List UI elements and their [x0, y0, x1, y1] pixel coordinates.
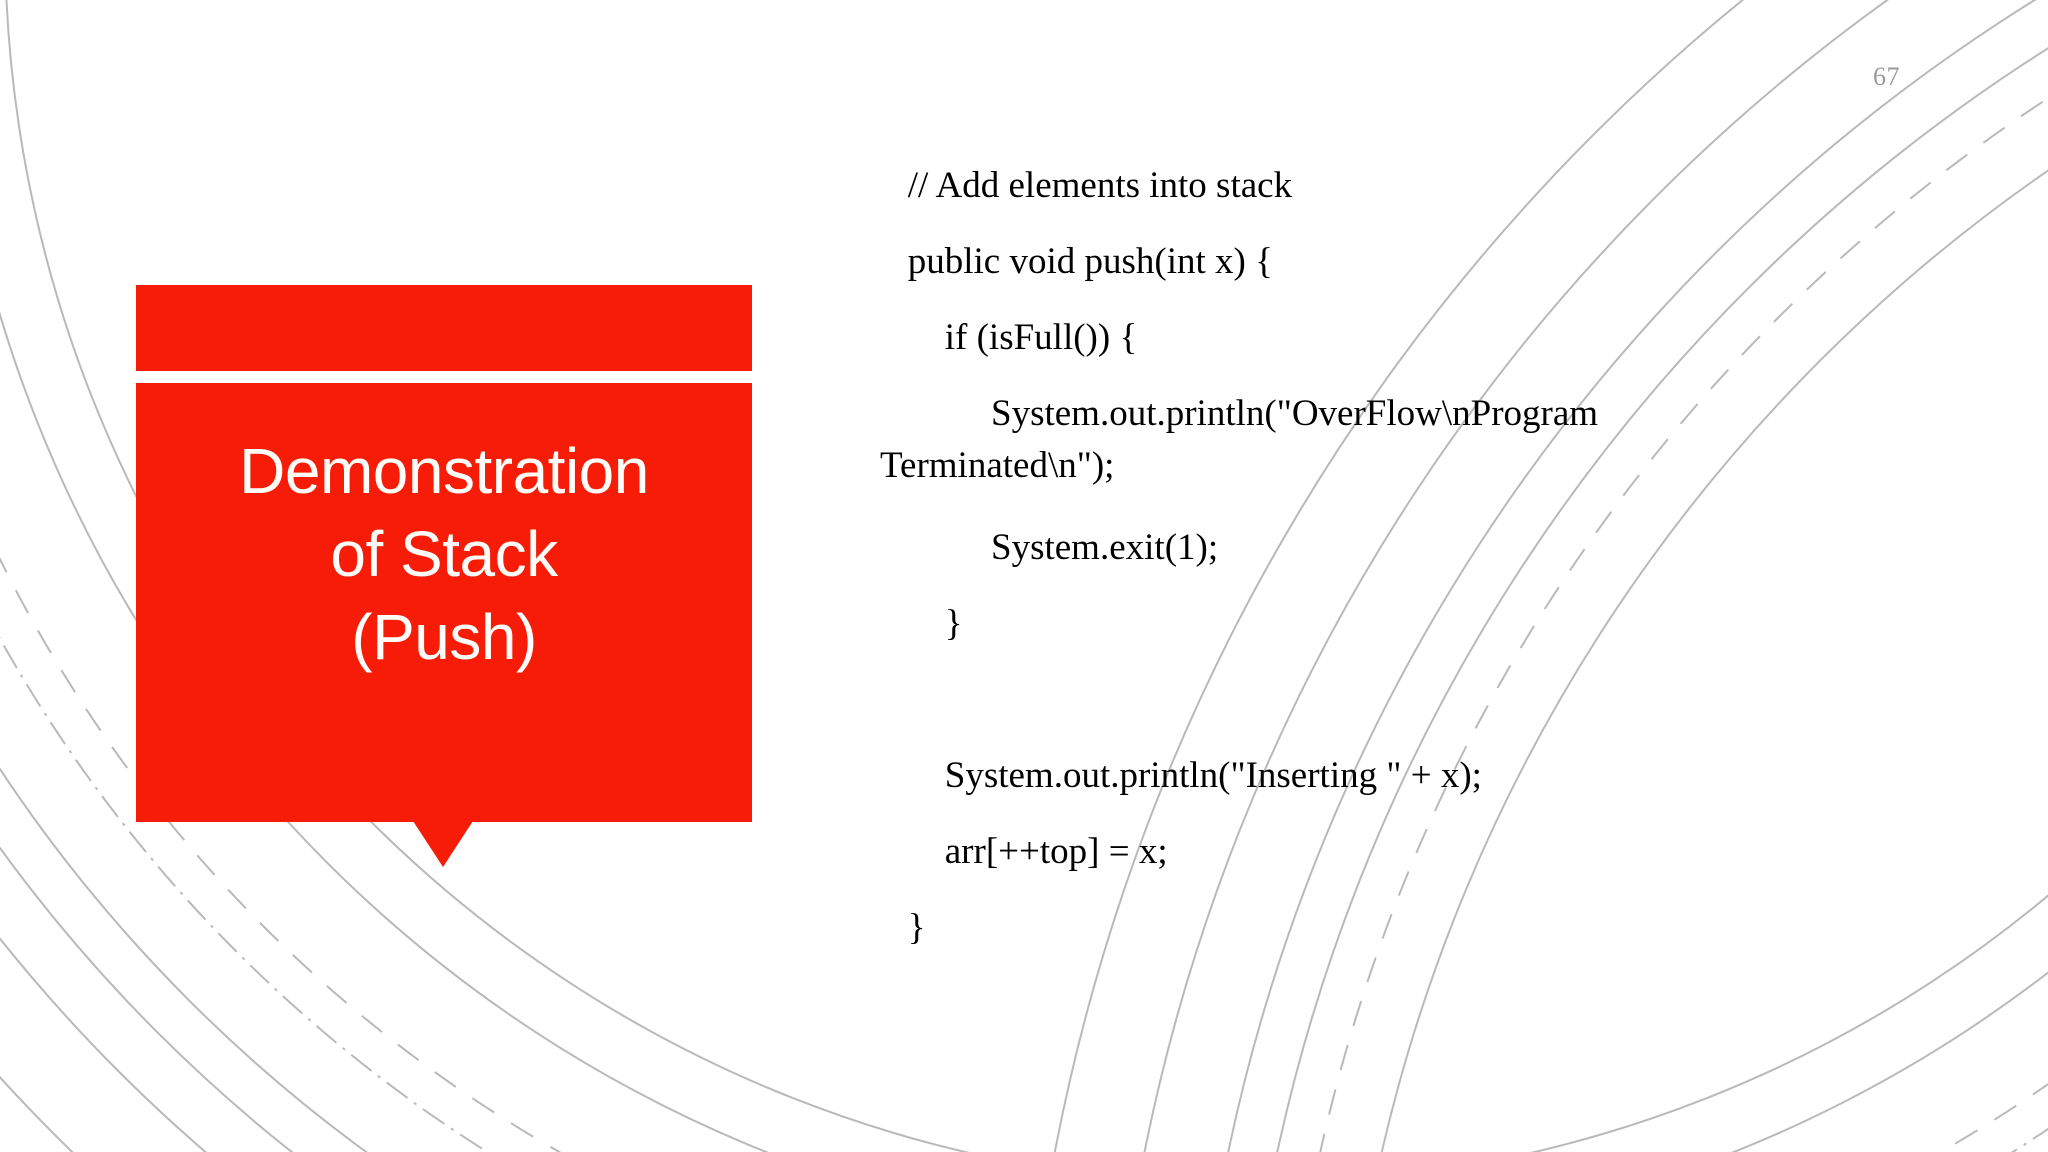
code-line: public void push(int x) {: [880, 241, 1273, 282]
callout-accent-bar: [136, 285, 752, 371]
code-block: // Add elements into stack public void p…: [880, 160, 1800, 978]
callout-tail-icon: [413, 821, 473, 867]
code-line: }: [880, 603, 963, 644]
page-number: 67: [1873, 62, 1900, 91]
code-line: if (isFull()) {: [880, 317, 1138, 358]
code-line: System.out.println("OverFlow\nProgram Te…: [880, 393, 1607, 486]
callout-body: [136, 383, 752, 822]
code-line: [880, 674, 1800, 750]
code-line: arr[++top] = x;: [880, 831, 1168, 872]
code-line: System.exit(1);: [880, 527, 1219, 568]
slide-title: Demonstration of Stack (Push): [239, 435, 649, 674]
code-line: System.out.println("Inserting " + x);: [880, 755, 1482, 796]
code-line: }: [880, 907, 926, 948]
code-line: // Add elements into stack: [880, 165, 1293, 206]
